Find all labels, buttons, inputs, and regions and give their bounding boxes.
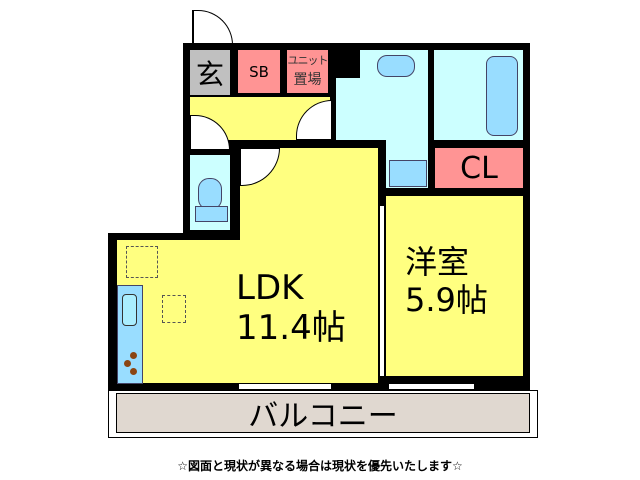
entrance-door: [192, 10, 233, 45]
unit-storage-label: 置場: [293, 72, 322, 88]
closet-label: CL: [460, 150, 498, 186]
washbasin-icon: [377, 55, 415, 77]
bathtub-icon: [486, 56, 518, 136]
unit-storage: ユニット 置場: [287, 50, 329, 93]
storage-space: [162, 295, 186, 323]
closet: CL: [435, 148, 523, 188]
sliding-door: [379, 205, 385, 377]
stove-icon: [124, 352, 140, 380]
shoe-box-label: SB: [249, 62, 269, 81]
western-room-size: 5.9帖: [405, 281, 488, 319]
balcony-label: バルコニー: [248, 399, 398, 434]
toilet-tank: [195, 206, 228, 222]
ldk: [117, 240, 378, 383]
western-room-name: 洋室: [405, 243, 470, 281]
window: [388, 383, 475, 390]
ldk-label: LDK 11.4帖: [236, 268, 346, 348]
entrance-label: 玄: [195, 57, 224, 91]
western-room: [386, 196, 523, 376]
ldk-name: LDK: [236, 268, 304, 308]
refrigerator-space: [126, 246, 158, 278]
sink-icon: [122, 294, 137, 326]
balcony-floor: バルコニー: [116, 393, 530, 434]
ldk-size: 11.4帖: [236, 308, 346, 348]
entrance: 玄: [190, 50, 230, 95]
shoe-box: SB: [238, 50, 280, 93]
washing-machine-pan: [389, 160, 427, 187]
footer-note: ☆図面と現状が異なる場合は現状を優先いたします☆: [177, 458, 463, 473]
window: [238, 383, 332, 390]
unit-storage-label: ユニット: [287, 54, 329, 67]
western-room-label: 洋室 5.9帖: [405, 243, 488, 319]
washroom: [336, 78, 381, 140]
